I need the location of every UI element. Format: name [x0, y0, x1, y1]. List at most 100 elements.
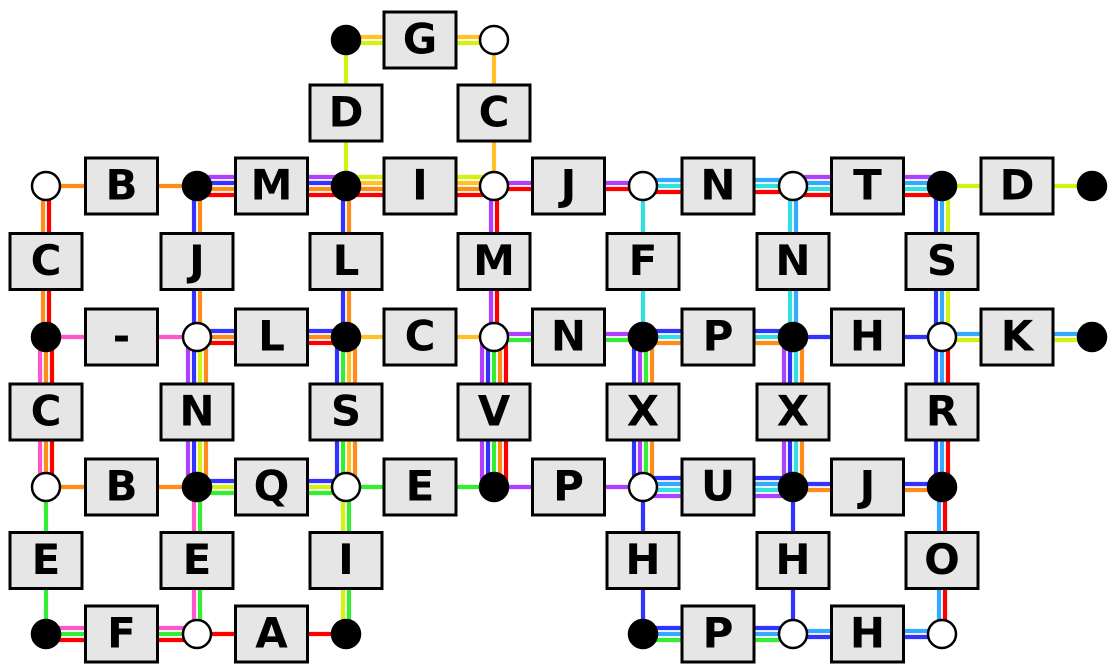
- label-box: [84, 604, 159, 664]
- label-box: [84, 457, 159, 517]
- open-node: [777, 618, 809, 650]
- edge-label-46: H: [830, 604, 905, 664]
- label-letter: S: [331, 387, 361, 436]
- label-letter: N: [551, 312, 586, 361]
- label-letter: K: [1001, 312, 1035, 361]
- label-box: [234, 457, 309, 517]
- label-letter: E: [183, 535, 212, 584]
- label-letter: J: [186, 236, 205, 285]
- label-letter: P: [553, 462, 584, 511]
- edge-label-28: X: [605, 382, 681, 442]
- edge-label-45: P: [680, 604, 756, 664]
- label-box: [904, 232, 980, 291]
- label-box: [8, 232, 84, 291]
- label-box: [680, 604, 756, 664]
- label-letter: M: [251, 161, 293, 210]
- label-box: [308, 531, 384, 590]
- edge-label-16: S: [904, 232, 980, 291]
- edge-label-18: L: [234, 307, 309, 367]
- label-letter: Q: [254, 462, 290, 511]
- label-box: [382, 307, 458, 367]
- edge-label-39: I: [308, 531, 384, 590]
- label-box: [234, 307, 309, 367]
- edge-label-0: G: [382, 10, 458, 70]
- edge-label-25: N: [159, 382, 235, 442]
- open-node: [627, 471, 659, 503]
- label-letter: F: [629, 236, 658, 285]
- label-box: [308, 83, 384, 143]
- edge-label-15: N: [755, 232, 831, 291]
- edge-label-42: O: [904, 531, 980, 590]
- edge-label-11: J: [159, 232, 235, 291]
- edge-label-43: F: [84, 604, 159, 664]
- label-letter: P: [703, 312, 734, 361]
- label-box: [531, 457, 606, 517]
- filled-node: [30, 618, 62, 650]
- label-box: [979, 307, 1055, 367]
- open-node: [777, 170, 809, 202]
- label-box: [755, 382, 831, 442]
- label-letter: B: [105, 161, 137, 210]
- label-box: [605, 382, 681, 442]
- edge-label-19: C: [382, 307, 458, 367]
- label-letter: O: [924, 535, 960, 584]
- label-box: [234, 156, 309, 216]
- label-letter: H: [775, 535, 810, 584]
- edge-label-8: T: [830, 156, 905, 216]
- open-node: [478, 170, 510, 202]
- label-letter: P: [703, 609, 734, 658]
- filled-node: [627, 321, 659, 353]
- edge-label-26: S: [308, 382, 384, 442]
- label-box: [84, 307, 159, 367]
- label-letter: X: [627, 387, 659, 436]
- label-letter: -: [113, 312, 130, 361]
- label-letter: L: [258, 312, 285, 361]
- edge-label-41: H: [755, 531, 831, 590]
- label-letter: B: [105, 462, 137, 511]
- edge-label-24: C: [8, 382, 84, 442]
- edge-label-7: N: [680, 156, 756, 216]
- label-box: [605, 232, 681, 291]
- label-box: [680, 307, 756, 367]
- open-node: [30, 471, 62, 503]
- label-box: [159, 232, 235, 291]
- filled-node: [1076, 170, 1108, 202]
- open-node: [181, 618, 213, 650]
- label-letter: C: [31, 236, 62, 285]
- label-box: [531, 156, 606, 216]
- filled-node: [1076, 321, 1108, 353]
- edge-label-22: H: [830, 307, 905, 367]
- label-box: [904, 382, 980, 442]
- edge-label-30: R: [904, 382, 980, 442]
- edge-label-6: J: [531, 156, 606, 216]
- edge-label-10: C: [8, 232, 84, 291]
- label-letter: M: [473, 236, 515, 285]
- label-box: [456, 382, 532, 442]
- label-box: [308, 382, 384, 442]
- label-letter: N: [700, 161, 735, 210]
- label-letter: X: [777, 387, 809, 436]
- label-box: [8, 382, 84, 442]
- filled-node: [926, 471, 958, 503]
- label-box: [680, 457, 756, 517]
- edge-label-13: M: [456, 232, 532, 291]
- filled-node: [777, 471, 809, 503]
- label-box: [830, 156, 905, 216]
- label-box: [159, 382, 235, 442]
- label-letter: E: [32, 535, 61, 584]
- edge-label-32: Q: [234, 457, 309, 517]
- edge-label-36: J: [830, 457, 905, 517]
- label-letter: C: [31, 387, 62, 436]
- edge-label-44: A: [234, 604, 309, 664]
- edge-label-9: D: [979, 156, 1055, 216]
- edge-label-29: X: [755, 382, 831, 442]
- label-box: [456, 232, 532, 291]
- label-letter: F: [107, 609, 136, 658]
- label-letter: J: [558, 161, 577, 210]
- label-letter: A: [255, 609, 288, 658]
- label-letter: H: [850, 609, 885, 658]
- label-box: [382, 457, 458, 517]
- edge-label-23: K: [979, 307, 1055, 367]
- label-box: [680, 156, 756, 216]
- open-node: [926, 321, 958, 353]
